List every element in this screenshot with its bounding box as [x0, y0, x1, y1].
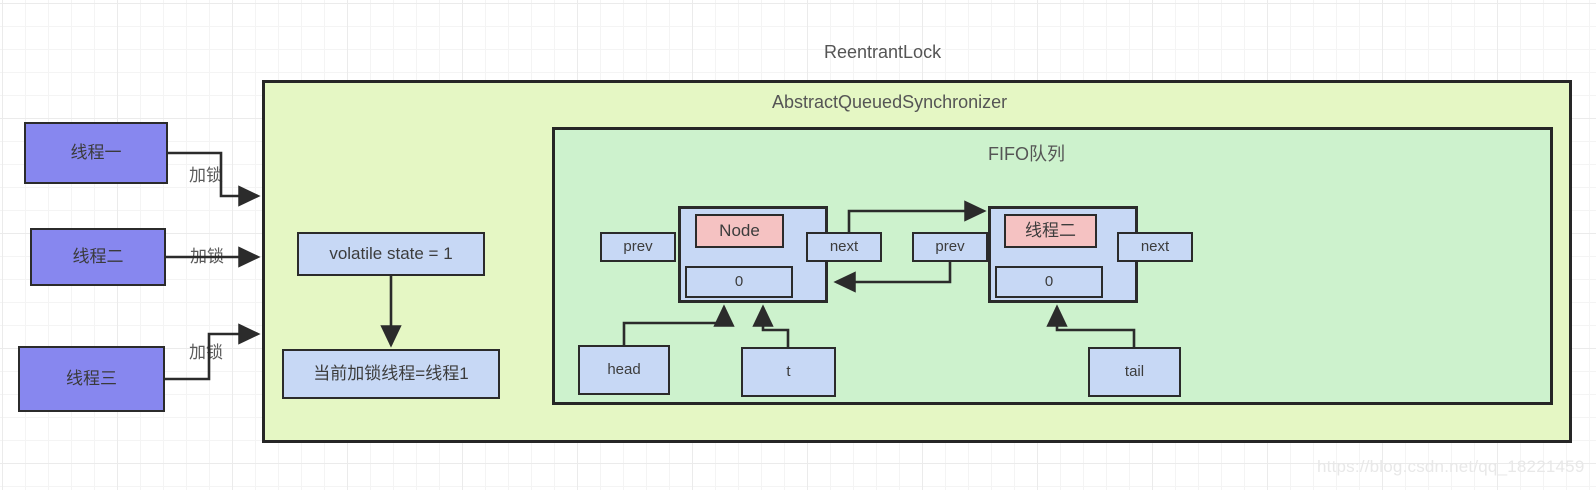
edge-label-lock-1: 加锁 — [189, 166, 223, 185]
label-fifo-queue: FIFO队列 — [988, 144, 1065, 164]
node-2-prev-box: prev — [912, 232, 988, 262]
node-1-waitstatus-box: 0 — [685, 266, 793, 298]
pointer-t-label: t — [786, 363, 791, 381]
node-2-title-box: 线程二 — [1004, 214, 1097, 248]
node-2-prev-label: prev — [935, 238, 965, 256]
node-1-next-label: next — [829, 238, 859, 256]
node-2-next-label: next — [1140, 238, 1170, 256]
node-1-prev-label: prev — [623, 238, 653, 256]
node-2-waitstatus-box: 0 — [995, 266, 1103, 298]
thread-box-2[interactable]: 线程二 — [30, 228, 166, 286]
edge-label-lock-2: 加锁 — [190, 247, 224, 266]
pointer-t-box: t — [741, 347, 836, 397]
label-reentrantlock: ReentrantLock — [824, 42, 942, 62]
pointer-head-box: head — [578, 345, 670, 395]
field-volatile-state: volatile state = 1 — [297, 232, 485, 276]
field-volatile-state-label: volatile state = 1 — [329, 244, 453, 264]
node-1-title-box: Node — [695, 214, 784, 248]
field-current-lock-thread: 当前加锁线程=线程1 — [282, 349, 500, 399]
node-1-title-label: Node — [719, 221, 760, 241]
edge-label-lock-3: 加锁 — [189, 343, 223, 362]
node-1-next-box: next — [806, 232, 882, 262]
node-1-waitstatus-value: 0 — [734, 273, 744, 291]
thread-box-1-label: 线程一 — [70, 143, 122, 163]
thread-box-3-label: 线程三 — [66, 369, 117, 389]
thread-box-1[interactable]: 线程一 — [24, 122, 168, 184]
thread-box-3[interactable]: 线程三 — [18, 346, 165, 412]
watermark-text: https://blog.csdn.net/qq_18221459 — [1317, 457, 1585, 476]
node-2-waitstatus-value: 0 — [1044, 273, 1054, 291]
thread-box-2-label: 线程二 — [72, 247, 124, 267]
node-2-title-label: 线程二 — [1025, 221, 1076, 241]
pointer-head-label: head — [607, 361, 641, 379]
node-1-prev-box: prev — [600, 232, 676, 262]
node-2-next-box: next — [1117, 232, 1193, 262]
label-abstractqueuedsynchronizer: AbstractQueuedSynchronizer — [772, 92, 1008, 112]
pointer-tail-label: tail — [1124, 363, 1145, 381]
pointer-tail-box: tail — [1088, 347, 1181, 397]
field-current-lock-thread-label: 当前加锁线程=线程1 — [313, 364, 469, 384]
